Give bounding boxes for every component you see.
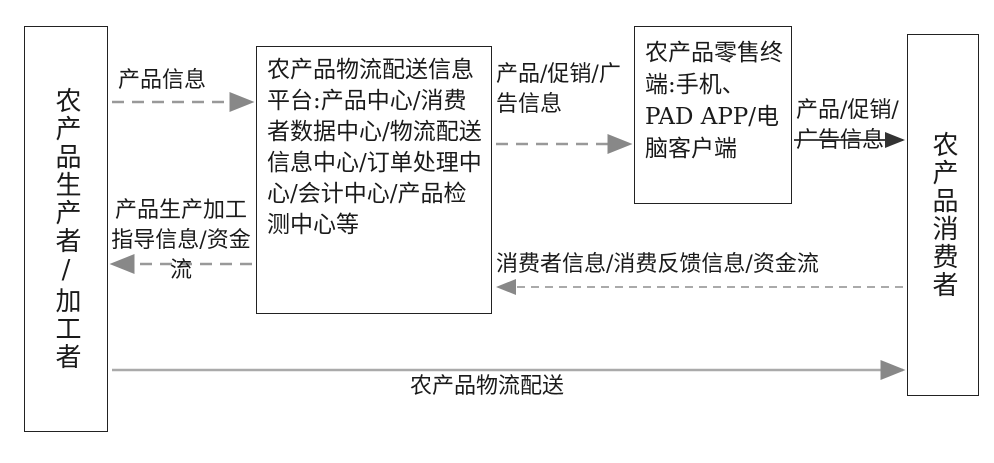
producer-node: 农产品生产者/加工者 (24, 26, 108, 432)
edge-label-promo-to-consumer: 产品/促销/广告信息 (796, 98, 899, 153)
edge-label-consumer-feedback: 消费者信息/消费反馈信息/资金流 (496, 252, 819, 277)
platform-node: 农产品物流配送信息平台:产品中心/消费者数据中心/物流配送信息中心/订单处理中心… (256, 46, 492, 314)
consumer-label: 农产品消费者 (928, 131, 958, 299)
edge-label-promo-to-terminal: 产品/促销/广告信息 (496, 62, 621, 117)
edge-label-logistics: 农产品物流配送 (410, 374, 565, 399)
consumer-node: 农产品消费者 (907, 34, 979, 396)
platform-label: 农产品物流配送信息平台:产品中心/消费者数据中心/物流配送信息中心/订单处理中心… (267, 57, 482, 238)
producer-label: 农产品生产者/加工者 (51, 87, 81, 371)
terminal-node: 农产品零售终端:手机、PAD APP/电脑客户端 (634, 26, 792, 204)
terminal-label: 农产品零售终端:手机、PAD APP/电脑客户端 (645, 40, 783, 162)
edge-label-production-guidance: 产品生产加工指导信息/资金流 (111, 198, 251, 283)
edge-label-product-info: 产品信息 (118, 68, 207, 93)
